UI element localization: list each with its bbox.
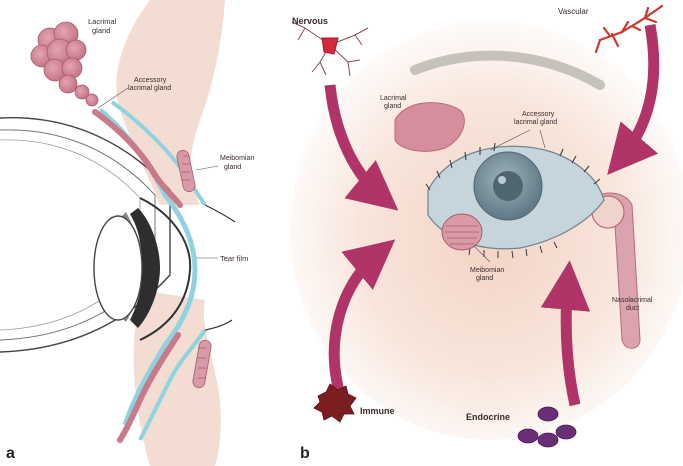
- sclera-inner: [0, 129, 156, 341]
- lower-eyelash: [204, 319, 233, 331]
- lower-lid-skin: [133, 290, 221, 466]
- meibomian-gland-lower: [192, 339, 212, 389]
- upper-lashes-b: [425, 142, 601, 191]
- leader-meibomian-a: [195, 165, 219, 171]
- label-accessory-lacrimal-gland-a: Accessory lacrimal gland: [128, 77, 171, 92]
- label-endocrine: Endocrine: [466, 412, 510, 422]
- arrow-vascular: [607, 24, 660, 176]
- leader-accessory-a: [97, 87, 129, 109]
- label-meibomian-gland-b: Meibomian gland: [470, 267, 506, 282]
- lacrimal-gland-a: [30, 21, 99, 107]
- pupil-highlight: [498, 176, 506, 184]
- upper-eyelash: [204, 204, 236, 223]
- neuron-icon: [291, 21, 369, 77]
- tear-film-lower-lid: [138, 328, 207, 441]
- leader-accessory-b: [489, 129, 546, 151]
- label-lacrimal-gland-b: Lacrimal gland: [380, 95, 408, 110]
- label-tear-film-a: Tear film: [220, 254, 248, 263]
- cornea: [139, 197, 192, 341]
- arrow-endocrine: [540, 260, 591, 407]
- lower-lashes-b: [468, 241, 558, 259]
- meibomian-gland-b: [441, 213, 483, 251]
- lower-conjunctiva-beads: [117, 332, 181, 443]
- label-nasolacrimal-duct: Nasolacrimal duct: [612, 297, 654, 312]
- vessel-icon: [594, 4, 664, 54]
- label-accessory-lacrimal-gland-b: Accessory lacrimal gland: [514, 111, 557, 126]
- label-vascular: Vascular: [558, 7, 589, 16]
- label-lacrimal-gland-a: Lacrimal gland: [88, 17, 118, 35]
- label-nervous: Nervous: [292, 16, 328, 26]
- sclera-outline: [0, 117, 171, 353]
- endocrine-cells-icon: [517, 406, 577, 448]
- pupil-b: [493, 171, 523, 201]
- lens: [93, 215, 143, 321]
- meibomian-gland-upper: [176, 149, 196, 193]
- label-meibomian-gland-a: Meibomian gland: [220, 155, 256, 171]
- arrow-nervous: [324, 84, 399, 211]
- label-immune: Immune: [360, 406, 395, 416]
- panel-a: Lacrimal gland Accessory lacrimal gland …: [0, 0, 256, 466]
- leader-meibomian-b: [473, 245, 491, 263]
- iris: [130, 208, 160, 328]
- immune-cell-icon: [313, 383, 357, 423]
- panel-a-letter: a: [6, 445, 15, 462]
- arrow-immune: [328, 239, 396, 397]
- panel-b-letter: b: [300, 445, 310, 462]
- lacrimal-gland-b: [394, 102, 465, 152]
- upper-conjunctiva-beads: [92, 109, 183, 208]
- eyebrow: [410, 50, 605, 90]
- panel-b: Nervous Vascular Immune Endocrine Lacrim…: [290, 4, 683, 462]
